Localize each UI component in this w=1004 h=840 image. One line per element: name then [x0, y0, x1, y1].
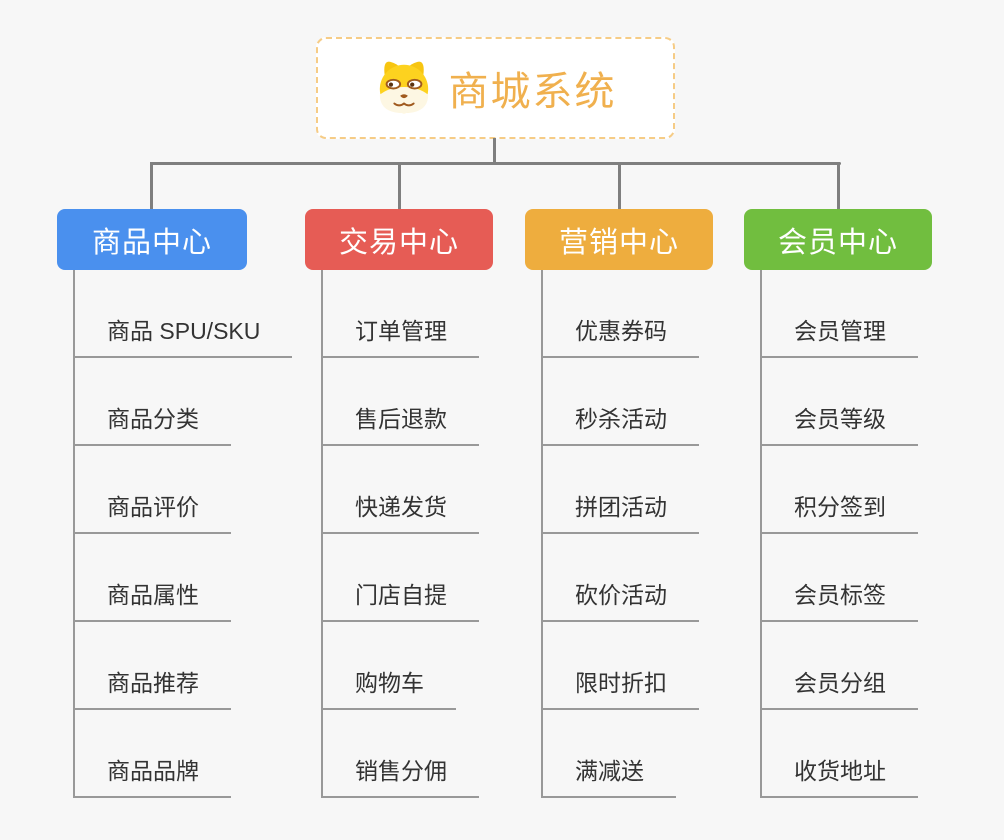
sub-list-trade-center: 订单管理售后退款快递发货门店自提购物车销售分佣	[321, 270, 493, 798]
sub-list-marketing-center: 优惠券码秒杀活动拼团活动砍价活动限时折扣满减送	[541, 270, 713, 798]
sub-item-node[interactable]: 满减送	[543, 710, 676, 798]
sub-item-node[interactable]: 会员管理	[762, 270, 918, 358]
connector-horizontal	[150, 162, 841, 165]
sub-item-node[interactable]: 商品推荐	[75, 622, 231, 710]
category-box-product-center[interactable]: 商品中心	[57, 209, 247, 270]
sub-item-node[interactable]: 商品属性	[75, 534, 231, 622]
connector-drop-3	[618, 162, 621, 210]
connector-root-stem	[493, 138, 496, 165]
sub-list-member-center: 会员管理会员等级积分签到会员标签会员分组收货地址	[760, 270, 932, 798]
sub-item-node[interactable]: 积分签到	[762, 446, 918, 534]
sub-item-node[interactable]: 商品评价	[75, 446, 231, 534]
root-title: 商城系统	[448, 70, 617, 114]
dog-face-icon	[379, 61, 428, 114]
sub-item-node[interactable]: 会员标签	[762, 534, 918, 622]
sub-item-node[interactable]: 商品品牌	[75, 710, 231, 798]
sub-item-node[interactable]: 限时折扣	[543, 622, 699, 710]
root-node[interactable]: 商城系统	[316, 37, 675, 139]
category-box-marketing-center[interactable]: 营销中心	[525, 209, 713, 270]
connector-drop-4	[837, 162, 840, 210]
branch-marketing-center: 营销中心 优惠券码秒杀活动拼团活动砍价活动限时折扣满减送	[525, 209, 713, 798]
sub-item-node[interactable]: 收货地址	[762, 710, 918, 798]
category-box-trade-center[interactable]: 交易中心	[305, 209, 493, 270]
sub-item-node[interactable]: 会员分组	[762, 622, 918, 710]
sub-item-node[interactable]: 拼团活动	[543, 446, 699, 534]
sub-item-node[interactable]: 商品 SPU/SKU	[75, 270, 293, 358]
branch-member-center: 会员中心 会员管理会员等级积分签到会员标签会员分组收货地址	[744, 209, 932, 798]
sub-item-node[interactable]: 售后退款	[323, 358, 479, 446]
connector-drop-1	[150, 162, 153, 210]
sub-item-node[interactable]: 销售分佣	[323, 710, 479, 798]
sub-item-node[interactable]: 商品分类	[75, 358, 231, 446]
sub-item-node[interactable]: 优惠券码	[543, 270, 699, 358]
sub-item-node[interactable]: 购物车	[323, 622, 456, 710]
sub-item-node[interactable]: 会员等级	[762, 358, 918, 446]
sub-item-node[interactable]: 门店自提	[323, 534, 479, 622]
sub-item-node[interactable]: 砍价活动	[543, 534, 699, 622]
branch-trade-center: 交易中心 订单管理售后退款快递发货门店自提购物车销售分佣	[305, 209, 493, 798]
sub-item-node[interactable]: 订单管理	[323, 270, 479, 358]
sub-item-node[interactable]: 秒杀活动	[543, 358, 699, 446]
category-box-member-center[interactable]: 会员中心	[744, 209, 932, 270]
connector-drop-2	[398, 162, 401, 210]
sub-item-node[interactable]: 快递发货	[323, 446, 479, 534]
